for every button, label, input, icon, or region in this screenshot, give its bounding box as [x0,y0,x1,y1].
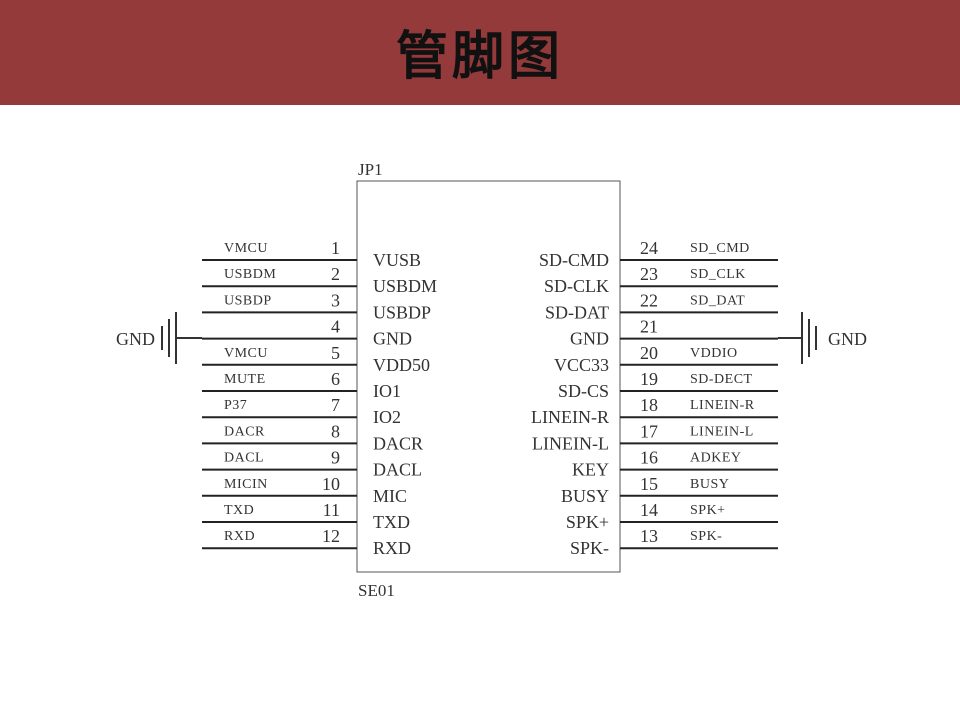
pin-number: 17 [640,421,658,441]
net-label: VMCU [224,346,268,361]
pin-name: TXD [373,512,410,532]
gnd-label-right: GND [828,329,867,349]
net-label: MUTE [224,372,266,387]
pin-name: IO2 [373,407,401,427]
pin-name: SD-CMD [539,250,609,270]
pin-number: 21 [640,317,658,337]
pin-number: 7 [331,395,340,415]
pin-number: 23 [640,264,658,284]
net-label: LINEIN-R [690,398,755,413]
pin-name: GND [373,329,412,349]
pin-number: 18 [640,395,658,415]
pin-name: MIC [373,486,407,506]
net-label: RXD [224,529,255,544]
chip-body [356,180,621,573]
pin-name: USBDP [373,302,431,322]
pin-number: 12 [322,526,340,546]
net-label: ADKEY [690,451,742,466]
pin-number: 6 [331,369,340,389]
pin-number: 15 [640,474,658,494]
pin-number: 9 [331,448,340,468]
pin-number: 13 [640,526,658,546]
pin-number: 1 [331,238,340,258]
net-label: LINEIN-L [690,424,754,439]
net-label: MICIN [224,477,268,492]
pin-name: SD-CLK [544,276,609,296]
pin-name: LINEIN-R [531,407,609,427]
pin-name: KEY [572,460,609,480]
net-label: SD_CLK [690,267,746,282]
page-title: 管脚图 [395,27,564,87]
pin-name: SD-CS [558,381,609,401]
pin-number: 10 [322,474,340,494]
net-label: P37 [224,398,247,413]
pin-name: RXD [373,538,411,558]
pin-name: IO1 [373,381,401,401]
net-label: SD_CMD [690,241,750,256]
pin-name: VDD50 [373,355,430,375]
pin-number: 11 [323,500,340,520]
pin-number: 24 [640,238,658,258]
pin-name: SPK+ [566,512,609,532]
net-label: USBDP [224,293,272,308]
pin-number: 19 [640,369,658,389]
net-label: SPK- [690,529,722,544]
pin-name: USBDM [373,276,437,296]
net-label: VDDIO [690,346,738,361]
component-ref: JP1 [358,160,383,179]
pin-number: 3 [331,290,340,310]
net-label: BUSY [690,477,729,492]
net-label: VMCU [224,241,268,256]
pin-name: VUSB [373,250,421,270]
ground-symbol-right [778,312,817,364]
net-label: SD_DAT [690,293,745,308]
net-label: DACL [224,451,264,466]
component-part: SE01 [358,581,395,600]
net-label: SD-DECT [690,372,753,387]
pin-name: GND [570,329,609,349]
pin-number: 16 [640,448,658,468]
pin-name: DACL [373,460,422,480]
pin-number: 8 [331,421,340,441]
pin-number: 4 [331,317,340,337]
pin-name: SD-DAT [545,302,609,322]
pin-name: DACR [373,433,423,453]
pin-name: VCC33 [554,355,609,375]
pin-number: 14 [640,500,658,520]
pin-name: SPK- [570,538,609,558]
pin-number: 22 [640,290,658,310]
net-label: USBDM [224,267,276,282]
pin-number: 5 [331,343,340,363]
net-label: TXD [224,503,254,518]
title-banner [0,0,960,105]
pin-number: 20 [640,343,658,363]
pin-name: BUSY [561,486,609,506]
ground-symbol-left [161,312,202,364]
gnd-label-left: GND [116,329,155,349]
pin-name: LINEIN-L [532,433,609,453]
pin-number: 2 [331,264,340,284]
net-label: DACR [224,424,265,439]
net-label: SPK+ [690,503,726,518]
